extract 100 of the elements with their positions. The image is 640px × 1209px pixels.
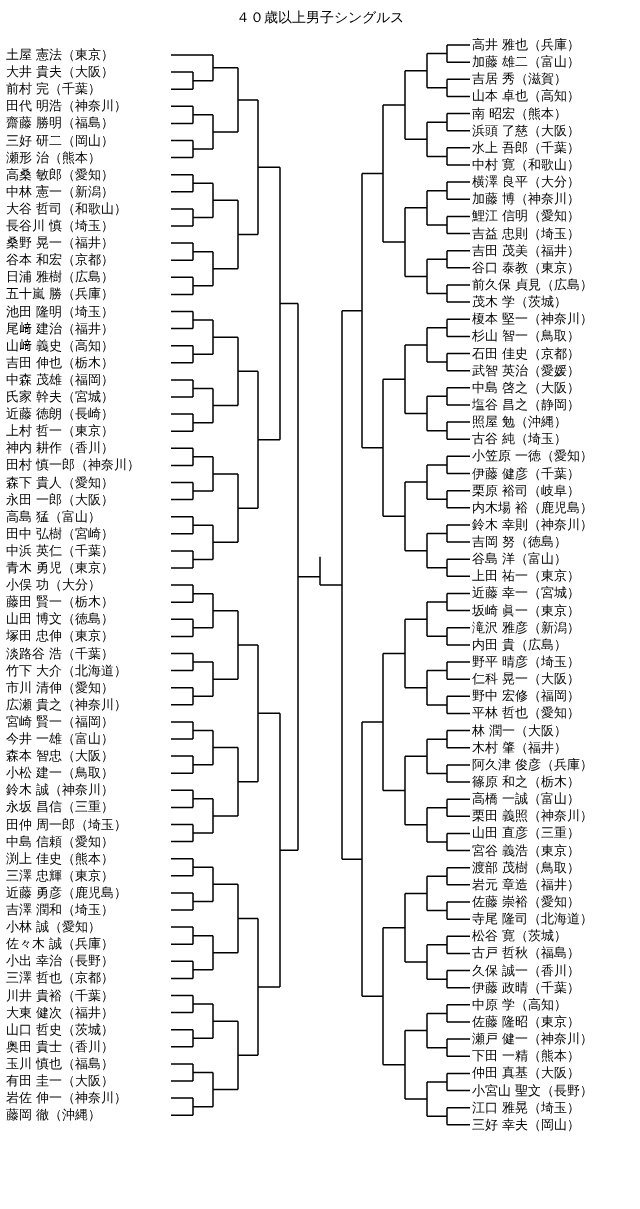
player-entry: 松谷 寛（茨城） [472, 928, 567, 944]
player-entry: 近藤 徳朗（長崎） [6, 406, 114, 422]
player-entry: 坂崎 眞一（東京） [472, 602, 580, 618]
player-entry: 榎本 堅一（神奈川） [472, 311, 593, 327]
player-entry: 鯉江 信明（愛知） [472, 208, 580, 224]
player-entry: 吉澤 潤和（埼玉） [6, 902, 114, 917]
player-entry: 杉山 智一（鳥取） [472, 328, 580, 344]
player-entry: 今井 一雄（富山） [6, 731, 114, 746]
player-entry: 谷本 和宏（京都） [6, 252, 114, 268]
player-entry: 下田 一精（熊本） [472, 1048, 580, 1064]
player-entry: 江口 雅晃（埼玉） [472, 1099, 580, 1115]
player-entry: 渕上 佳史（熊本） [6, 850, 114, 866]
player-entry: 瀬戸 健一（神奈川） [472, 1031, 593, 1047]
player-entry: 田中 弘樹（宮崎） [6, 525, 114, 541]
player-entry: 鈴木 誠（神奈川） [6, 782, 114, 798]
player-entry: 広瀬 貴之（神奈川） [6, 696, 127, 712]
player-entry: 山口 哲史（茨城） [6, 1021, 114, 1037]
player-entry: 古谷 純（埼玉） [472, 431, 567, 447]
player-entry: 神内 耕作（香川） [6, 440, 114, 456]
player-entry: 永田 一郎（大阪） [6, 491, 114, 507]
player-entry: 佐々木 誠（兵庫） [6, 936, 114, 952]
player-entry: 鈴木 幸則（神奈川） [472, 516, 593, 532]
player-entry: 山田 博文（徳島） [6, 611, 114, 627]
player-entry: 瀬形 治（熊本） [6, 149, 101, 165]
player-entry: 仲田 真基（大阪） [472, 1065, 580, 1081]
player-entry: 佐藤 隆昭（東京） [472, 1013, 580, 1029]
player-entry: 浜頭 了慈（大阪） [472, 122, 580, 138]
player-entry: 前久保 貞見（広島） [472, 276, 593, 292]
player-entry: 滝沢 雅彦（新潟） [472, 619, 580, 635]
player-entry: 山本 卓也（高知） [472, 88, 580, 104]
player-entry: 青木 勇児（東京） [6, 560, 114, 575]
player-entry: 前村 完（千葉） [6, 81, 101, 97]
player-entry: 栗田 義照（神奈川） [472, 808, 593, 824]
player-entry: 渡部 茂樹（鳥取） [472, 859, 580, 875]
player-entry: 内木場 裕（鹿児島） [472, 499, 593, 515]
player-entry: 近藤 幸一（宮城） [472, 585, 580, 601]
player-entry: 中浜 英仁（千葉） [6, 542, 114, 558]
player-entry: 山田 直彦（三重） [472, 825, 580, 841]
player-entry: 加藤 博（神奈川） [472, 191, 580, 207]
player-entry: 栗原 裕司（岐阜） [472, 482, 580, 498]
player-entry: 小松 建一（鳥取） [6, 765, 114, 781]
player-entry: 小笠原 一徳（愛知） [472, 448, 593, 464]
player-entry: 南 昭宏（熊本） [472, 105, 567, 121]
player-entry: 大谷 哲司（和歌山） [6, 200, 127, 216]
player-entry: 田村 慎一郎（神奈川） [6, 457, 140, 473]
player-entry: 中原 学（高知） [472, 996, 567, 1012]
player-entry: 藤田 賢一（栃木） [6, 594, 114, 610]
title: ４０歳以上男子シングルス [236, 9, 404, 27]
player-entry: 塚田 忠伸（東京） [6, 628, 114, 644]
player-entry: 中林 憲一（新潟） [6, 183, 114, 199]
player-entry: 宮谷 義浩（東京） [472, 842, 580, 858]
player-entry: 田代 明浩（神奈川） [6, 98, 127, 114]
player-entry: 長谷川 慎（埼玉） [6, 218, 114, 233]
player-entry: 高井 雅也（兵庫） [472, 37, 580, 52]
player-entry: 小林 誠（愛知） [6, 919, 101, 935]
player-entry: 平林 哲也（愛知） [472, 705, 580, 721]
player-entry: 武智 英治（愛媛） [472, 362, 580, 378]
player-entry: 日浦 雅樹（広島） [6, 269, 114, 285]
player-entry: 石田 佳史（京都） [472, 345, 580, 361]
player-entry: 加藤 雄二（富山） [472, 54, 580, 70]
player-entry: 高桑 敏郎（愛知） [6, 166, 114, 182]
player-entry: 谷島 洋（富山） [472, 551, 567, 567]
player-entry: 谷口 泰教（東京） [472, 259, 580, 275]
player-entry: 桑野 晃一（福井） [6, 235, 114, 251]
player-entry: 有田 圭一（大阪） [6, 1073, 114, 1088]
player-entry: 古戸 哲秋（福島） [472, 945, 580, 961]
player-entry: 林 潤一（大阪） [472, 722, 567, 738]
player-entry: 吉益 忠則（埼玉） [472, 225, 580, 241]
player-entry: 寺尾 隆司（北海道） [472, 911, 593, 927]
player-entry: 中島 啓之（大阪） [472, 379, 580, 395]
player-entry: 仁科 晃一（大阪） [472, 671, 580, 687]
player-entry: 高島 猛（富山） [6, 508, 101, 524]
player-entry: 中島 信頼（愛知） [6, 833, 114, 849]
player-entry: 吉居 秀（滋賀） [472, 71, 567, 87]
player-entry: 齋藤 勝明（福島） [6, 115, 114, 131]
player-entry: 田仲 周一郎（埼玉） [6, 816, 127, 832]
player-entry: 中村 寛（和歌山） [472, 156, 580, 172]
player-entry: 大東 健次（福井） [6, 1004, 114, 1020]
player-entry: 茂木 学（茨城） [472, 294, 567, 310]
player-entry: 五十嵐 勝（兵庫） [6, 286, 114, 302]
player-entry: 照屋 勉（沖縄） [472, 414, 567, 430]
player-entry: 氏家 幹夫（宮城） [6, 389, 114, 404]
player-entry: 岩佐 伸一（神奈川） [6, 1090, 127, 1106]
player-entry: 三澤 哲也（京都） [6, 970, 114, 986]
player-entry: 野中 宏修（福岡） [472, 688, 580, 704]
player-entry: 土屋 憲法（東京） [6, 47, 114, 62]
player-entry: 塩谷 昌之（静岡） [472, 396, 580, 412]
player-entry: 森本 智忠（大阪） [6, 748, 114, 764]
player-entry: 大井 貴夫（大阪） [6, 64, 114, 80]
player-entry: 奥田 貴士（香川） [6, 1038, 114, 1054]
player-entry: 小出 幸治（長野） [6, 953, 114, 969]
player-entry: 淡路谷 浩（千葉） [6, 645, 114, 661]
player-entry: 吉田 茂美（福井） [472, 242, 580, 258]
player-entry: 上田 祐一（東京） [472, 568, 580, 584]
player-entry: 横澤 良平（大分） [472, 174, 580, 190]
player-entry: 高橋 一誠（富山） [472, 791, 580, 807]
player-entry: 吉岡 努（徳島） [472, 534, 567, 550]
player-entry: 野平 晴彦（埼玉） [472, 654, 580, 670]
player-entry: 市川 清伸（愛知） [6, 679, 114, 695]
player-entry: 永坂 昌信（三重） [6, 799, 114, 815]
